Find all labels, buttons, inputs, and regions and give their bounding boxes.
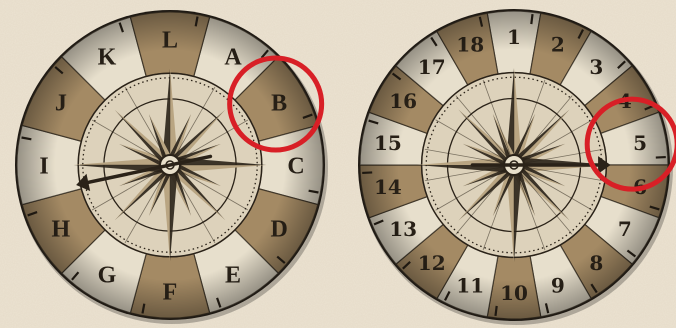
left-label-H: H (52, 216, 71, 242)
right-label-2: 2 (551, 33, 565, 57)
left-label-C: C (287, 153, 304, 179)
right-label-3: 3 (589, 55, 603, 79)
right-notch-tick (495, 306, 496, 316)
left-label-D: D (270, 216, 287, 242)
right-label-8: 8 (589, 251, 603, 275)
left-label-L: L (162, 27, 178, 53)
right-label-10: 10 (500, 281, 528, 305)
right-label-16: 16 (389, 89, 417, 113)
right-label-5: 5 (633, 131, 647, 155)
left-label-G: G (98, 263, 117, 289)
right-label-18: 18 (456, 33, 484, 57)
left-label-I: I (39, 153, 48, 179)
right-label-12: 12 (418, 251, 446, 275)
left-label-E: E (225, 263, 241, 289)
right-notch-tick (531, 14, 532, 24)
right-label-14: 14 (374, 175, 402, 199)
right-label-15: 15 (374, 131, 402, 155)
right-notch-tick (362, 172, 372, 173)
left-label-F: F (163, 279, 178, 305)
right-label-13: 13 (389, 217, 417, 241)
right-notch-tick (656, 157, 666, 158)
right-label-9: 9 (551, 273, 565, 297)
right-label-17: 17 (418, 55, 446, 79)
right-label-7: 7 (618, 217, 632, 241)
right-label-1: 1 (507, 25, 521, 49)
left-label-A: A (224, 44, 242, 70)
left-label-B: B (271, 90, 287, 116)
right-label-11: 11 (456, 273, 484, 297)
left-letter-dial[interactable]: A B C D E F G H I J K L (15, 10, 328, 324)
left-label-J: J (55, 90, 67, 116)
left-label-K: K (98, 44, 117, 70)
